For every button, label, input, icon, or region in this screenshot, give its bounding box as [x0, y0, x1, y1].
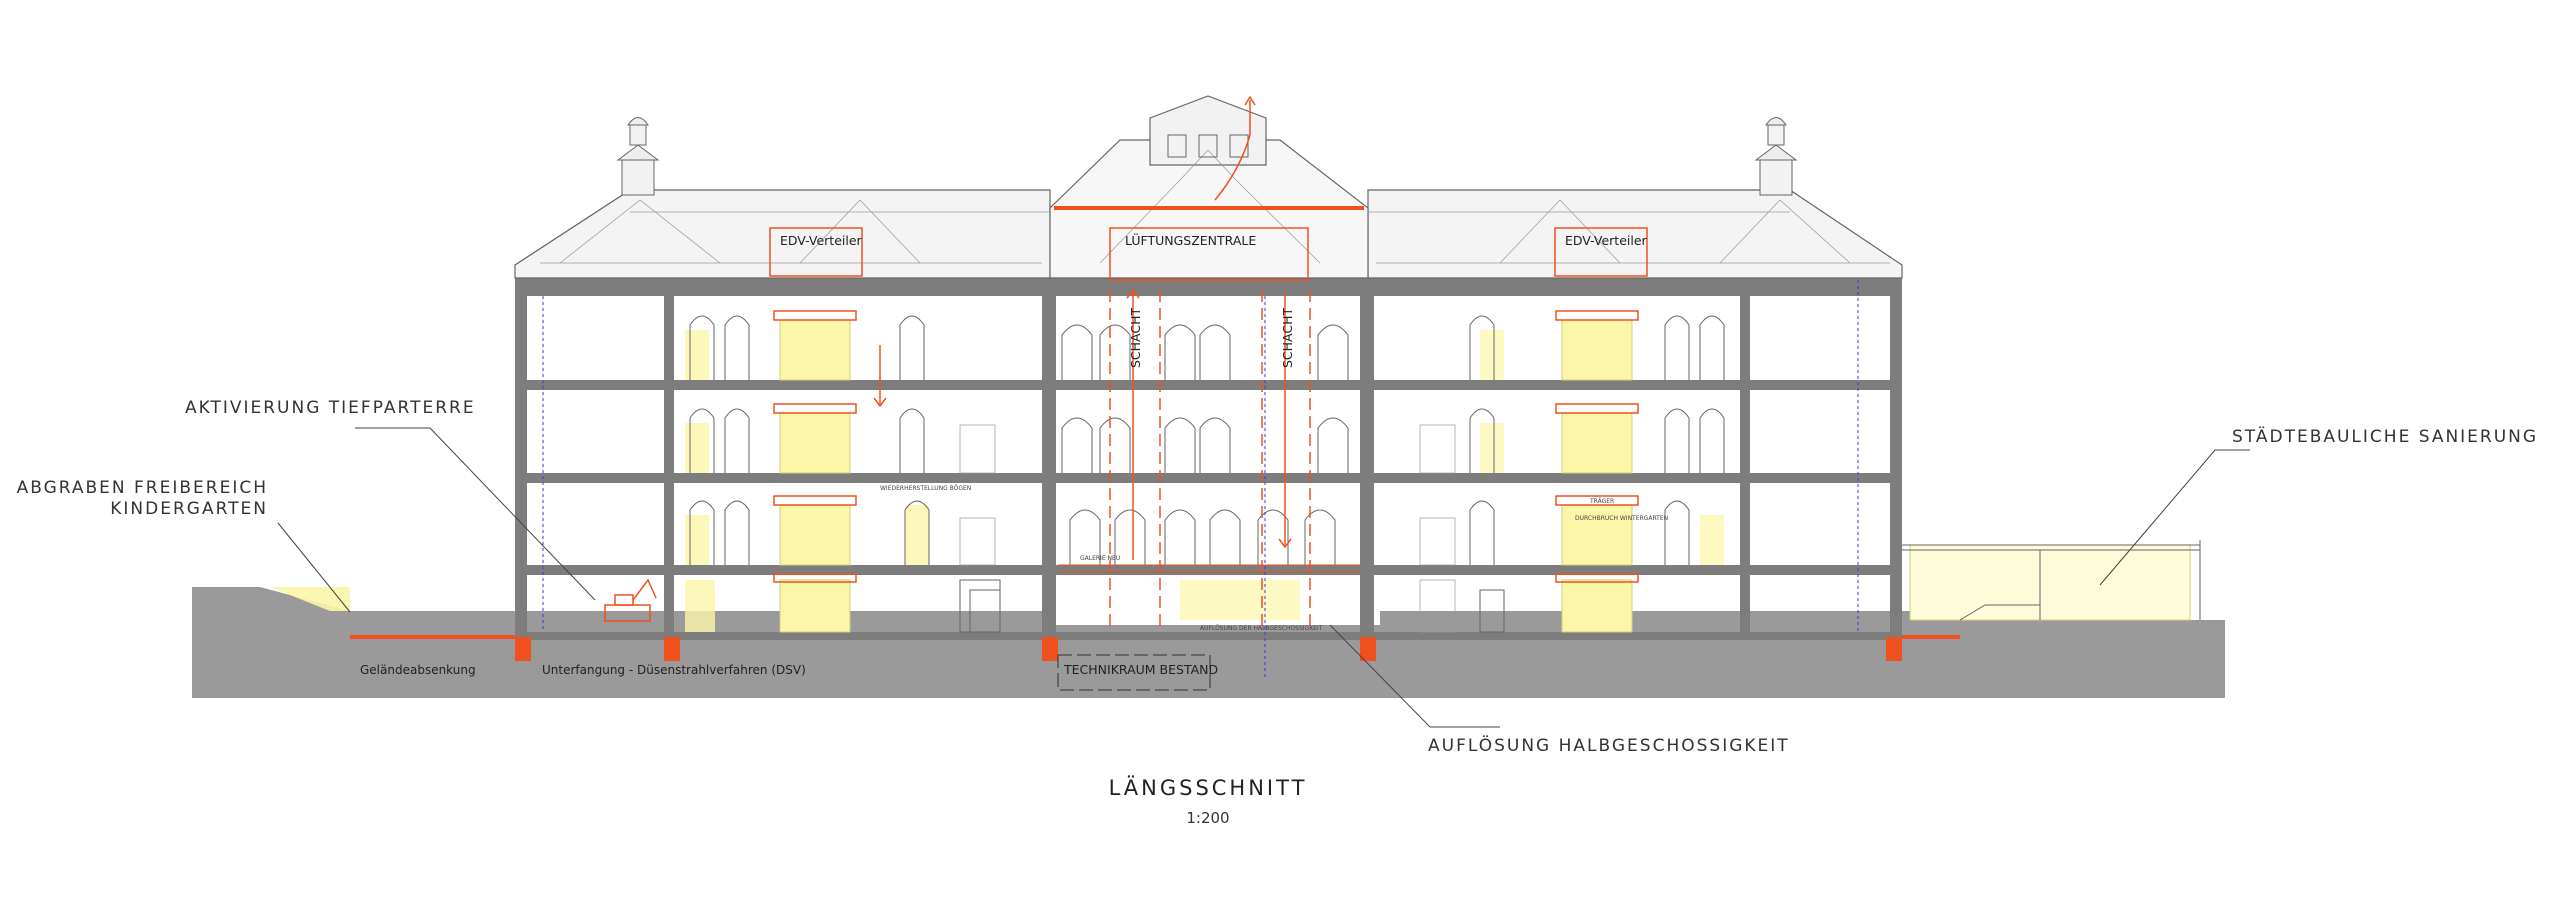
- new-cores: [685, 310, 2191, 633]
- excavated-area: [270, 587, 350, 611]
- drawing-title: LÄNGSSCHNITT: [1109, 775, 1308, 800]
- note-aufloesung: AUFLÖSUNG DER HALBGESCHOSSIGKEIT: [1200, 625, 1323, 632]
- note-galerie: GALERIE NEU: [1080, 555, 1120, 562]
- annotation-tiefparterre: AKTIVIERUNG TIEFPARTERRE: [185, 398, 476, 418]
- arched-windows: [689, 315, 1725, 633]
- lueftungszentrale: LÜFTUNGSZENTRALE: [1125, 232, 1256, 248]
- excavator-icon: [604, 578, 657, 622]
- gelaendeabsenkung: Geländeabsenkung: [360, 663, 476, 677]
- technikraum-label: TECHNIKRAUM BESTAND: [1063, 662, 1218, 677]
- schacht-right: SCHACHT: [1280, 307, 1295, 368]
- note-durchbruch: DURCHBRUCH WINTERGARTEN: [1575, 515, 1668, 522]
- annotation-freibereich-2: KINDERGARTEN: [110, 499, 268, 519]
- note-wiederherstellung: WIEDERHERSTELLUNG BÖGEN: [880, 485, 971, 492]
- room-labels: EDV-Verteiler EDV-Verteiler LÜFTUNGSZENT…: [360, 232, 1668, 677]
- schacht-left: SCHACHT: [1128, 307, 1143, 368]
- annotation-halbgeschoss: AUFLÖSUNG HALBGESCHOSSIGKEIT: [1428, 734, 1790, 756]
- annex: [1902, 540, 2201, 621]
- leader-lines: [277, 427, 2250, 728]
- edv-verteiler-right: EDV-Verteiler: [1565, 233, 1648, 248]
- annotation-freibereich-1: ABGRABEN FREIBEREICH: [17, 478, 268, 498]
- dimension-lines: [542, 280, 1859, 680]
- annotations: AKTIVIERUNG TIEFPARTERRE ABGRABEN FREIBE…: [17, 398, 2538, 756]
- building-section: [514, 95, 1903, 661]
- unterfangung: Unterfangung - Düsenstrahlverfahren (DSV…: [542, 663, 806, 677]
- technikraum-outline: [1057, 654, 1211, 691]
- note-traeger: TRÄGER: [1589, 498, 1614, 505]
- drawing-scale: 1:200: [1186, 809, 1229, 827]
- annotation-sanierung: STÄDTEBAULICHE SANIERUNG: [2232, 426, 2538, 447]
- shafts: [604, 288, 1360, 632]
- edv-verteiler-left: EDV-Verteiler: [780, 233, 863, 248]
